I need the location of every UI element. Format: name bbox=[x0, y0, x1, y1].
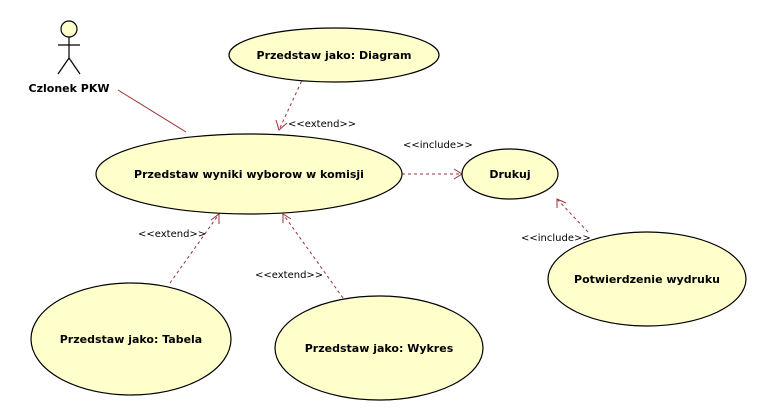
use-case-diagram-ellipse bbox=[228, 27, 440, 83]
use-case-potwierdzenie[interactable]: Potwierdzenie wydruku bbox=[547, 231, 747, 327]
extend-line-diagram bbox=[278, 75, 305, 131]
use-case-main[interactable]: Przedstaw wyniki wyborow w komisji bbox=[95, 133, 403, 215]
use-case-potwierdzenie-ellipse bbox=[547, 231, 747, 327]
extend-label-wykres: <<extend>> bbox=[255, 270, 323, 281]
extend-label-tabela: <<extend>> bbox=[138, 229, 206, 240]
use-case-drukuj-label: Drukuj bbox=[489, 168, 530, 181]
include-line-potwierdzenie bbox=[556, 198, 589, 233]
actor-left-leg bbox=[57, 57, 70, 75]
association-actor-main bbox=[117, 89, 187, 133]
actor-czlonek-pkw[interactable]: Czlonek PKW bbox=[29, 20, 110, 95]
use-case-tabela-label: Przedstaw jako: Tabela bbox=[60, 333, 202, 346]
extend-arrowhead-diagram bbox=[275, 119, 288, 131]
extend-arrowhead-wykres bbox=[282, 213, 292, 223]
include-label-drukuj: <<include>> bbox=[403, 140, 473, 151]
extend-line-tabela bbox=[169, 213, 220, 284]
include-arrowhead-potwierdzenie bbox=[556, 198, 567, 208]
use-case-wykres[interactable]: Przedstaw jako: Wykres bbox=[274, 295, 484, 401]
use-case-main-ellipse bbox=[95, 133, 403, 215]
extend-label-diagram: <<extend>> bbox=[288, 119, 356, 130]
use-case-tabela-ellipse bbox=[30, 282, 232, 396]
use-case-diagram-view[interactable]: Przedstaw jako: Diagram bbox=[228, 27, 440, 83]
use-case-wykres-label: Przedstaw jako: Wykres bbox=[305, 342, 454, 355]
use-case-main-label: Przedstaw wyniki wyborow w komisji bbox=[134, 168, 364, 181]
actor-head bbox=[60, 20, 78, 38]
use-case-drukuj[interactable]: Drukuj bbox=[461, 148, 559, 200]
include-label-potwierdzenie: <<include>> bbox=[521, 233, 591, 244]
use-case-diagram-label: Przedstaw jako: Diagram bbox=[257, 49, 412, 62]
extend-line-wykres bbox=[282, 213, 344, 299]
use-case-wykres-ellipse bbox=[274, 295, 484, 401]
use-case-drukuj-ellipse bbox=[461, 148, 559, 200]
actor-right-leg bbox=[68, 57, 81, 75]
actor-label: Czlonek PKW bbox=[29, 82, 110, 95]
use-case-tabela[interactable]: Przedstaw jako: Tabela bbox=[30, 282, 232, 396]
extend-arrowhead-tabela bbox=[210, 213, 220, 224]
use-case-potwierdzenie-label: Potwierdzenie wydruku bbox=[574, 273, 720, 286]
